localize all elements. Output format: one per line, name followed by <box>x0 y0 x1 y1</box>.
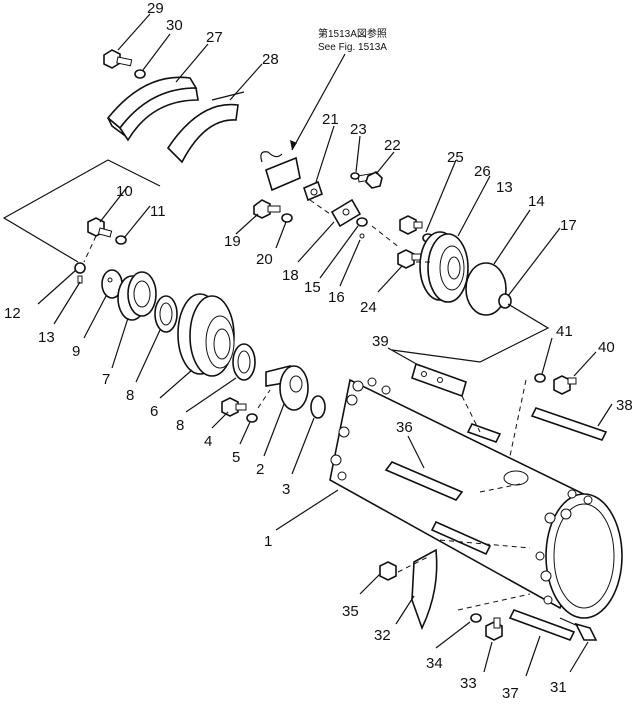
callout-11: 11 <box>150 203 166 220</box>
washer-part <box>281 213 293 223</box>
guard-part <box>411 548 438 631</box>
callout-8-left: 8 <box>126 387 134 404</box>
carrier-part <box>419 231 469 303</box>
callout-41: 40 <box>598 339 615 356</box>
callout-20: 19 <box>224 233 241 250</box>
flange-part <box>265 364 309 411</box>
oring-part <box>465 262 507 316</box>
bolt-part <box>485 617 503 641</box>
wear-plate-part <box>384 461 464 501</box>
leader-lines <box>2 13 613 677</box>
callout-12: 12 <box>4 305 21 322</box>
note-line-jp: 第1513A図参照 <box>318 27 387 40</box>
washer-part <box>246 413 258 423</box>
callout-15: 14 <box>528 193 545 210</box>
callout-2: 2 <box>256 461 264 478</box>
washer-part <box>470 613 482 623</box>
callout-3: 3 <box>282 481 290 498</box>
nut-part <box>74 262 86 274</box>
callout-10: 10 <box>116 183 133 200</box>
callout-42: 41 <box>556 323 573 340</box>
callout-40: 39 <box>372 333 389 350</box>
bearing-part <box>117 271 157 321</box>
callout-23: 22 <box>384 137 401 154</box>
callout-1: 1 <box>264 533 272 550</box>
fitting-part <box>397 249 423 269</box>
bolt-part <box>553 375 577 395</box>
callout-16: 15 <box>304 279 321 296</box>
callout-22: 21 <box>322 111 339 128</box>
plate-part <box>411 362 467 398</box>
plate-part <box>330 198 362 228</box>
callout-21: 20 <box>256 251 273 268</box>
callout-7: 7 <box>102 371 110 388</box>
oring-part <box>310 395 326 419</box>
washer-part <box>350 172 360 180</box>
bolt-part <box>399 215 423 235</box>
callout-26: 25 <box>447 149 464 166</box>
bolt-part <box>253 199 281 219</box>
callout-18: 17 <box>560 217 577 234</box>
callout-35: 34 <box>426 655 443 672</box>
wear-plate-part <box>530 407 608 441</box>
callout-9: 9 <box>72 343 80 360</box>
plug-part <box>498 293 512 309</box>
connector-part <box>303 180 323 202</box>
note-line-en: See Fig. 1513A <box>318 42 387 53</box>
callout-19: 18 <box>282 267 299 284</box>
bolt-part <box>221 397 247 417</box>
nut-part <box>379 561 397 581</box>
callout-33: 32 <box>374 627 391 644</box>
bracket-part <box>260 151 301 192</box>
callout-27: 26 <box>474 163 491 180</box>
pin-part <box>77 275 83 284</box>
hub-part <box>177 293 235 377</box>
washer-part <box>134 69 146 79</box>
parts <box>74 49 623 641</box>
callout-36: 35 <box>342 603 359 620</box>
callout-28: 27 <box>206 29 223 46</box>
callout-14: 13 <box>496 179 513 196</box>
callout-37: 36 <box>396 419 413 436</box>
callout-32: 31 <box>550 679 567 696</box>
seal-strip-part <box>166 91 245 164</box>
callout-8-right: 8 <box>176 417 184 434</box>
bolt-part <box>357 171 383 189</box>
callout-31: 30 <box>166 17 183 34</box>
callout-4: 4 <box>204 433 212 450</box>
oring-part <box>356 217 368 227</box>
ball-part <box>359 233 365 239</box>
callout-24: 23 <box>350 121 367 138</box>
callouts: 29 30 27 28 21 23 22 25 26 13 14 17 10 1… <box>4 0 633 702</box>
callout-17: 16 <box>328 289 345 306</box>
washer-part <box>534 373 546 383</box>
assembly-lines <box>83 199 531 611</box>
bolt-part <box>103 49 133 69</box>
callout-39: 38 <box>616 397 633 414</box>
callout-29: 28 <box>262 51 279 68</box>
seal-ring-part <box>154 295 178 333</box>
callout-34: 33 <box>460 675 477 692</box>
callout-38: 37 <box>502 685 519 701</box>
frame-part <box>329 377 623 619</box>
callout-6: 6 <box>150 403 158 420</box>
callout-13: 13 <box>38 329 55 346</box>
washer-part <box>115 235 127 245</box>
grease-fitting-part <box>559 617 598 641</box>
figure-reference-note: 第1513A図参照 See Fig. 1513A <box>290 27 387 151</box>
callout-25: 24 <box>360 299 377 316</box>
seal-ring-part <box>232 343 256 381</box>
strip-part <box>508 609 576 641</box>
callout-5: 5 <box>232 449 240 466</box>
callout-30: 29 <box>147 0 164 17</box>
bolt-part <box>87 217 113 238</box>
clamp-part <box>106 76 199 142</box>
